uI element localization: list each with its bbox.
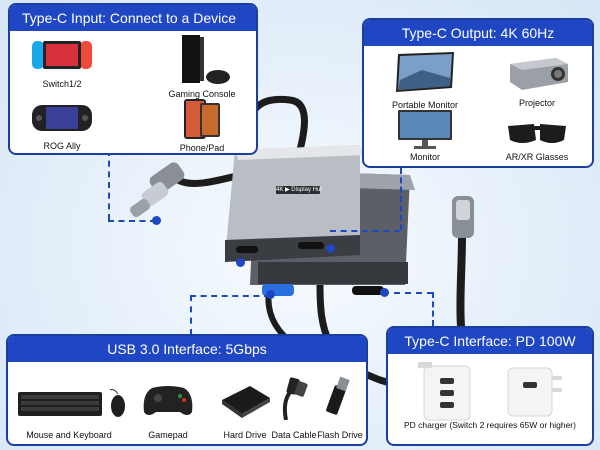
connector-line-usb-v xyxy=(190,295,192,335)
usb-item-hard-drive-label: Hard Drive xyxy=(223,430,267,440)
pd-panel: Type-C Interface: PD 100W PD charger (Sw… xyxy=(386,326,594,446)
connector-line-input-h xyxy=(108,220,156,222)
glasses-icon xyxy=(508,124,566,143)
hub-brand-label: 4K ▶ Display Hub xyxy=(276,187,322,193)
connector-dot-output xyxy=(326,244,335,253)
output-item-portable-monitor-label: Portable Monitor xyxy=(391,100,459,110)
data-cable-icon xyxy=(282,377,308,420)
usb-item-data-cable: Data Cable xyxy=(270,376,318,442)
keyboard-icon xyxy=(18,389,125,417)
handheld-console-icon xyxy=(32,41,92,69)
usb-item-keyboard-label: Mouse and Keyboard xyxy=(26,430,112,440)
charger-icon xyxy=(418,362,562,421)
usb-item-data-cable-label: Data Cable xyxy=(271,430,317,440)
input-item-phone: Phone/Pad xyxy=(152,97,252,153)
usb-item-hard-drive: Hard Drive xyxy=(218,376,272,442)
input-item-switch-label: Switch1/2 xyxy=(42,79,82,89)
usb-item-keyboard: Mouse and Keyboard xyxy=(14,376,125,442)
connector-dot-input xyxy=(152,216,161,225)
usb-panel-title: USB 3.0 Interface: 5Gbps xyxy=(8,336,366,362)
pd-panel-title: Type-C Interface: PD 100W xyxy=(388,328,592,354)
output-item-monitor-label: Monitor xyxy=(409,152,440,162)
usb-item-flash-drive-label: Flash Drive xyxy=(317,430,363,440)
output-item-glasses-label: AR/XR Glasses xyxy=(505,152,569,162)
input-item-rog-ally: ROG Ally xyxy=(18,101,106,153)
usb-panel: USB 3.0 Interface: 5Gbps Mouse and Keybo… xyxy=(6,334,368,446)
hard-drive-icon xyxy=(222,386,270,418)
game-console-icon xyxy=(182,35,230,84)
input-panel-title: Type-C Input: Connect to a Device xyxy=(10,5,256,31)
output-panel-title: Type-C Output: 4K 60Hz xyxy=(364,20,592,46)
pd-item-charger-label: PD charger (Switch 2 requires 65W or hig… xyxy=(404,420,576,430)
typec-connector-right xyxy=(452,196,474,238)
input-panel: Type-C Input: Connect to a Device Switch… xyxy=(8,3,258,155)
flash-drive-icon xyxy=(326,376,350,415)
output-panel: Type-C Output: 4K 60Hz Portable Monitor … xyxy=(362,18,594,168)
monitor-icon xyxy=(398,110,452,149)
hub-front xyxy=(225,145,365,262)
phone-icon xyxy=(184,99,220,139)
connector-line-pd-v xyxy=(432,292,434,326)
output-item-projector-label: Projector xyxy=(518,98,555,108)
connector-line-pd xyxy=(383,292,433,294)
projector-icon xyxy=(510,58,568,90)
input-item-phone-label: Phone/Pad xyxy=(179,143,225,153)
handheld-pc-icon xyxy=(32,105,92,131)
connector-line-usb xyxy=(190,295,270,297)
typec-connector-left xyxy=(129,162,185,218)
usb-item-gamepad-label: Gamepad xyxy=(148,430,188,440)
portable-monitor-icon xyxy=(396,52,454,92)
output-item-portable-monitor: Portable Monitor xyxy=(370,50,480,112)
input-item-rog-ally-label: ROG Ally xyxy=(43,141,81,151)
connector-line-input xyxy=(108,150,110,220)
connector-dot-pd xyxy=(380,288,389,297)
input-item-switch: Switch1/2 xyxy=(18,35,106,93)
connector-line-output xyxy=(330,230,400,232)
usb-item-flash-drive: Flash Drive xyxy=(314,376,366,442)
output-item-glasses: AR/XR Glasses xyxy=(484,116,590,166)
input-item-console-label: Gaming Console xyxy=(168,89,236,99)
input-item-console: Gaming Console xyxy=(152,35,252,99)
gamepad-icon xyxy=(143,386,193,415)
connector-dot-hub-left xyxy=(236,258,245,267)
connector-line-output-v xyxy=(400,168,402,230)
connector-dot-usb xyxy=(266,290,275,299)
usb-item-gamepad: Gamepad xyxy=(132,376,204,442)
output-item-monitor: Monitor xyxy=(370,110,480,166)
output-item-projector: Projector xyxy=(484,50,590,112)
